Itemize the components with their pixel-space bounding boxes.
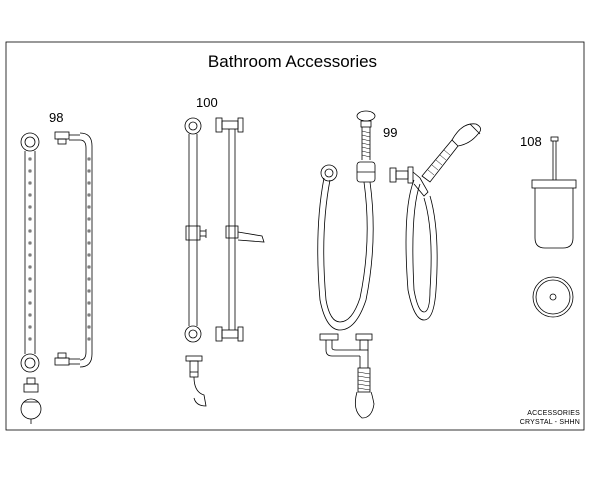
grab-bar-number: 98 <box>49 110 64 125</box>
drawing-frame <box>5 41 585 431</box>
grab-bar-dots <box>28 157 32 341</box>
slide-bar-front-view <box>184 117 207 407</box>
slide-bar-number: 100 <box>196 95 218 110</box>
grab-bar-front-view <box>20 132 42 424</box>
hand-shower-front-view <box>317 110 376 419</box>
drawing-title: Bathroom Accessories <box>207 52 378 71</box>
title-block-line-2: CRYSTAL - SHHN <box>519 419 580 426</box>
hand-shower-number: 99 <box>383 125 398 140</box>
brush-holder-number: 108 <box>520 134 542 149</box>
grab-bar-side-view <box>54 131 93 368</box>
brush-holder <box>531 136 577 318</box>
slide-bar-side-view <box>215 117 265 342</box>
title-block: ACCESSORIES CRYSTAL - SHHN <box>460 409 580 427</box>
title-block-line-1: ACCESSORIES <box>527 410 580 417</box>
hand-shower-side-view <box>389 123 481 321</box>
